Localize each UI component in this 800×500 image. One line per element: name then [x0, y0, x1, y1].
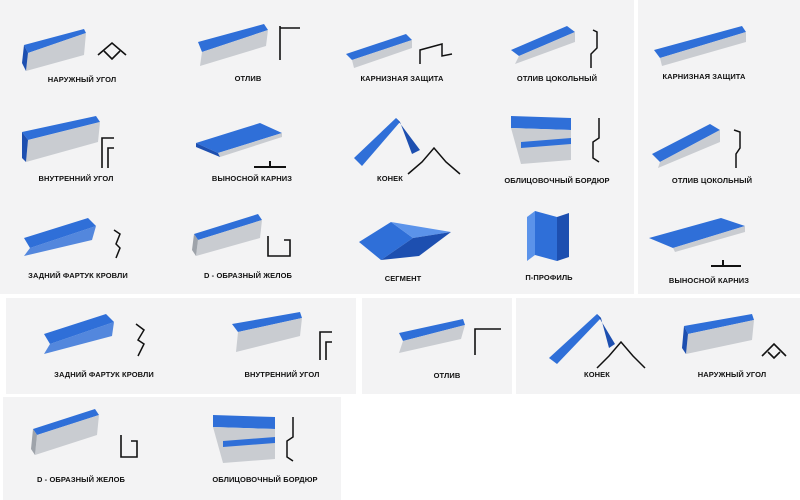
facing-border-icon	[511, 116, 600, 164]
eaves-guard-icon	[346, 34, 453, 68]
p-profile-icon	[527, 211, 569, 261]
product-soffit: ВЫНОСНОЙ КАРНИЗ	[190, 115, 320, 187]
product-inner-corner-2: ВНУТРЕННИЙ УГОЛ	[230, 310, 360, 390]
d-gutter-icon	[31, 409, 138, 458]
product-label: D - ОБРАЗНЫЙ ЖЕЛОБ	[203, 271, 293, 280]
base-drip-icon	[511, 26, 598, 68]
product-label: ОТЛИВ ЦОКОЛЬНЫЙ	[671, 176, 753, 185]
product-outer-corner-2: НАРУЖНЫЙ УГОЛ	[680, 312, 800, 390]
product-drip: ОТЛИВ	[196, 20, 316, 85]
product-label: ЗАДНИЙ ФАРТУК КРОВЛИ	[54, 370, 154, 379]
product-facing-border-2: ОБЛИЦОВОЧНЫЙ БОРДЮР	[205, 405, 340, 490]
facing-border-icon	[213, 415, 294, 463]
catalog-panel-row4-b	[362, 298, 512, 394]
base-drip-icon	[652, 124, 741, 168]
product-d-gutter: D - ОБРАЗНЫЙ ЖЕЛОБ	[188, 210, 328, 287]
product-soffit-right: ВЫНОСНОЙ КАРНИЗ	[645, 212, 795, 292]
product-outer-corner: НАРУЖНЫЙ УГОЛ	[20, 25, 160, 85]
product-p-profile: П-ПРОФИЛЬ	[505, 205, 615, 287]
inner-corner-icon	[22, 116, 114, 168]
product-label: ВЫНОСНОЙ КАРНИЗ	[668, 276, 750, 285]
soffit-icon	[649, 218, 745, 267]
product-label: ОТЛИВ ЦОКОЛЬНЫЙ	[516, 74, 598, 83]
product-label: КАРНИЗНАЯ ЗАЩИТА	[360, 74, 444, 83]
segment-icon	[359, 222, 451, 260]
product-label: КОНЕК	[584, 370, 610, 379]
inner-corner-icon	[232, 312, 332, 360]
outer-corner-icon	[682, 314, 787, 360]
product-label: ВНУТРЕННИЙ УГОЛ	[244, 370, 320, 379]
product-label: НАРУЖНЫЙ УГОЛ	[697, 370, 767, 379]
product-segment: СЕГМЕНТ	[355, 212, 465, 287]
product-label: D - ОБРАЗНЫЙ ЖЕЛОБ	[36, 475, 126, 484]
eaves-guard-icon	[654, 26, 746, 66]
product-label: НАРУЖНЫЙ УГОЛ	[47, 75, 117, 84]
catalog-panel-row5	[3, 397, 341, 500]
product-label: П-ПРОФИЛЬ	[525, 273, 573, 282]
product-label: СЕГМЕНТ	[384, 274, 422, 283]
product-label: ОБЛИЦОВОЧНЫЙ БОРДЮР	[504, 176, 610, 185]
product-base-drip: ОТЛИВ ЦОКОЛЬНЫЙ	[505, 20, 625, 85]
drip-icon	[198, 24, 300, 66]
rear-apron-icon	[24, 218, 121, 259]
product-rear-apron: ЗАДНИЙ ФАРТУК КРОВЛИ	[20, 212, 160, 287]
product-inner-corner: ВНУТРЕННИЙ УГОЛ	[20, 112, 160, 187]
product-label: ОТЛИВ	[433, 371, 461, 380]
product-label: КАРНИЗНАЯ ЗАЩИТА	[662, 72, 746, 81]
product-ridge-2: КОНЕК	[545, 308, 675, 390]
product-label: ВНУТРЕННИЙ УГОЛ	[38, 174, 114, 183]
d-gutter-icon	[192, 214, 291, 257]
product-label: ОТЛИВ	[234, 74, 262, 83]
product-label: ЗАДНИЙ ФАРТУК КРОВЛИ	[28, 271, 128, 280]
drip-icon	[399, 319, 501, 355]
ridge-icon	[354, 118, 461, 175]
product-rear-apron-2: ЗАДНИЙ ФАРТУК КРОВЛИ	[40, 310, 200, 390]
product-d-gutter-2: D - ОБРАЗНЫЙ ЖЕЛОБ	[25, 405, 165, 490]
product-eaves-guard: КАРНИЗНАЯ ЗАЩИТА	[340, 30, 480, 85]
outer-corner-icon	[22, 29, 127, 71]
product-label: ОБЛИЦОВОЧНЫЙ БОРДЮР	[212, 475, 318, 484]
ridge-icon	[549, 314, 646, 369]
product-label: ВЫНОСНОЙ КАРНИЗ	[211, 174, 293, 183]
product-base-drip-right: ОТЛИВ ЦОКОЛЬНЫЙ	[648, 118, 798, 188]
soffit-icon	[196, 123, 286, 168]
product-drip-2: ОТЛИВ	[395, 315, 515, 390]
product-ridge: КОНЕК	[350, 112, 490, 187]
rear-apron-icon	[44, 314, 145, 357]
product-label: КОНЕК	[377, 174, 403, 183]
product-facing-border: ОБЛИЦОВОЧНЫЙ БОРДЮР	[495, 108, 635, 188]
product-eaves-guard-right: КАРНИЗНАЯ ЗАЩИТА	[650, 22, 800, 85]
